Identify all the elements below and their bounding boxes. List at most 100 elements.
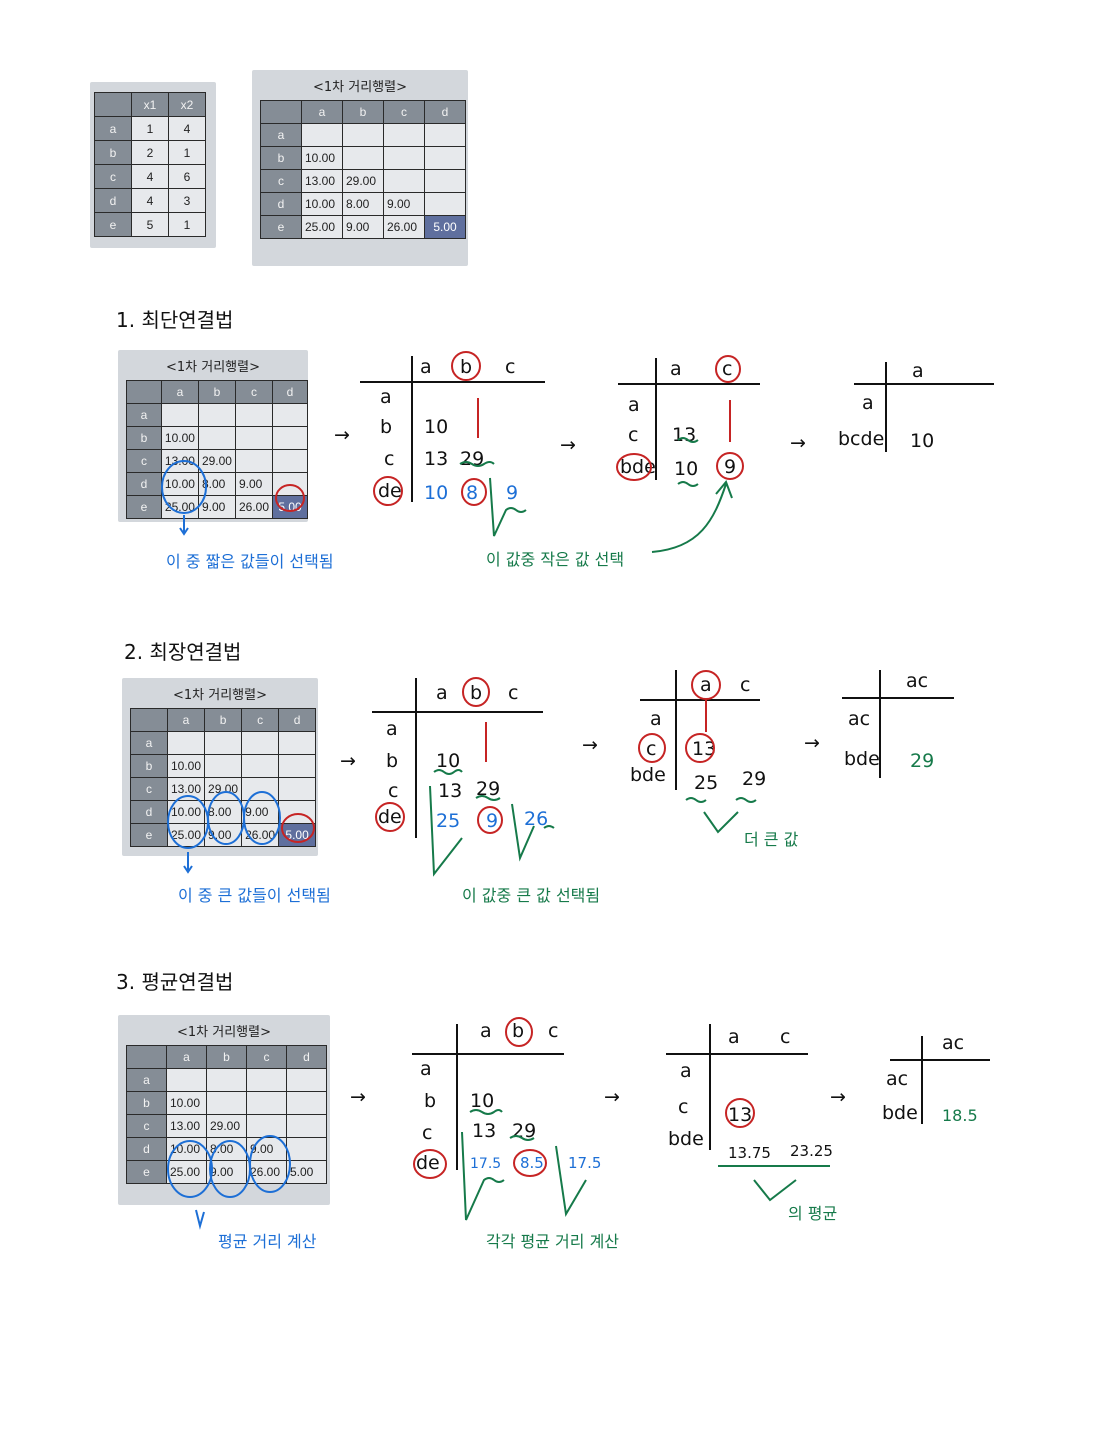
matrix-cell [287,1092,327,1115]
s1s3-col-a: a [912,360,924,382]
matrix-cell: 5.00 [279,824,316,847]
s2s2-c-a: 13 [692,738,716,760]
s3-de-c: 17.5 [568,1154,601,1172]
section3-arrow-2: → [604,1086,620,1108]
matrix-cell [425,170,466,193]
matrix-header-cell: a [302,101,343,124]
matrix-cell [198,404,235,427]
s2s3-col-ac: ac [906,670,928,692]
matrix-header-cell [131,709,168,732]
matrix-cell: 13.00 [302,170,343,193]
matrix-header-cell [127,381,162,404]
s2s2-col-a: a [700,674,712,696]
s1-row-b: b [380,416,392,438]
s1-c-a: 13 [424,448,448,470]
matrix-header-cell: d [273,381,308,404]
s2-de-b: 9 [486,810,498,832]
matrix-header-cell: d [287,1046,327,1069]
matrix-header-cell: b [207,1046,247,1069]
matrix-cell: 8.00 [207,1138,247,1161]
s3-col-a: a [480,1020,492,1042]
table-cell: 4 [169,117,206,141]
matrix-cell [287,1138,327,1161]
matrix-cell [273,450,308,473]
section3-arrow-1: → [350,1086,366,1108]
s2-col-b: b [470,682,482,704]
matrix-cell: 29.00 [207,1115,247,1138]
section2-note-mid: 이 값중 큰 값 선택됨 [462,882,600,906]
matrix-cell: 26.00 [235,496,272,519]
s3-row-b: b [424,1090,436,1112]
matrix-row-label: b [261,147,302,170]
s2s2-bde-a: 25 [694,772,718,794]
table-cell: x2 [169,93,206,117]
s1-c-b: 29 [460,448,484,470]
matrix-cell: 13.00 [161,450,198,473]
matrix-cell [207,1069,247,1092]
matrix-cell: 13.00 [168,778,205,801]
section1-arrow-1: → [334,424,350,446]
matrix-cell: 29.00 [205,778,242,801]
s3-row-de: de [416,1152,440,1174]
s1-row-c: c [384,448,394,470]
matrix-row-label: e [127,1161,167,1184]
section2-note-right: 더 큰 값 [744,826,798,850]
table-cell: 2 [132,141,169,165]
section3-title: 3. 평균연결법 [116,966,233,995]
s3s2-c-a: 13 [728,1104,752,1126]
s2-col-a: a [436,682,448,704]
section1-arrow-2: → [560,434,576,456]
matrix-row-label: a [261,124,302,147]
matrix-cell [198,427,235,450]
matrix-header-cell: c [384,101,425,124]
s3-b-a: 10 [470,1090,494,1112]
matrix-cell: 26.00 [242,824,279,847]
s3s2-row-bde: bde [668,1128,704,1150]
matrix-cell: 10.00 [168,755,205,778]
section1-note-mid: 이 값중 작은 값 선택 [486,546,624,570]
matrix-row-label: d [131,801,168,824]
matrix-cell [384,124,425,147]
matrix-cell [343,147,384,170]
matrix-cell: 9.00 [235,473,272,496]
section2-arrow-1: → [340,750,356,772]
s2s3-row-bde: bde [844,748,880,770]
matrix-row-label: a [131,732,168,755]
table-cell: 1 [169,141,206,165]
matrix-row-label: e [127,496,162,519]
s2-row-b: b [386,750,398,772]
matrix-caption: <1차 거리행렬> [118,1021,330,1040]
s1s2-row-a: a [628,394,640,416]
table-cell: 6 [169,165,206,189]
matrix-header-cell: c [235,381,272,404]
s1-de-b: 8 [466,482,478,504]
table-cell: c [95,165,132,189]
matrix-cell: 29.00 [343,170,384,193]
s3s3-row-bde: bde [882,1102,918,1124]
matrix-row-label: e [131,824,168,847]
matrix-header-cell: c [247,1046,287,1069]
s2-row-c: c [388,780,398,802]
matrix-cell: 25.00 [302,216,343,239]
matrix-cell [384,170,425,193]
matrix-cell: 10.00 [302,193,343,216]
s1-col-c: c [505,356,515,378]
matrix-cell [425,124,466,147]
matrix-cell: 9.00 [343,216,384,239]
matrix-row-label: b [131,755,168,778]
s3-col-c: c [548,1020,558,1042]
matrix-header-cell: a [167,1046,207,1069]
table-cell: 4 [132,189,169,213]
matrix-cell: 25.00 [161,496,198,519]
s2s2-row-a: a [650,708,662,730]
matrix-row-label: b [127,427,162,450]
s1-row-a: a [380,386,392,408]
s2s3-row-ac: ac [848,708,870,730]
matrix-cell [247,1069,287,1092]
